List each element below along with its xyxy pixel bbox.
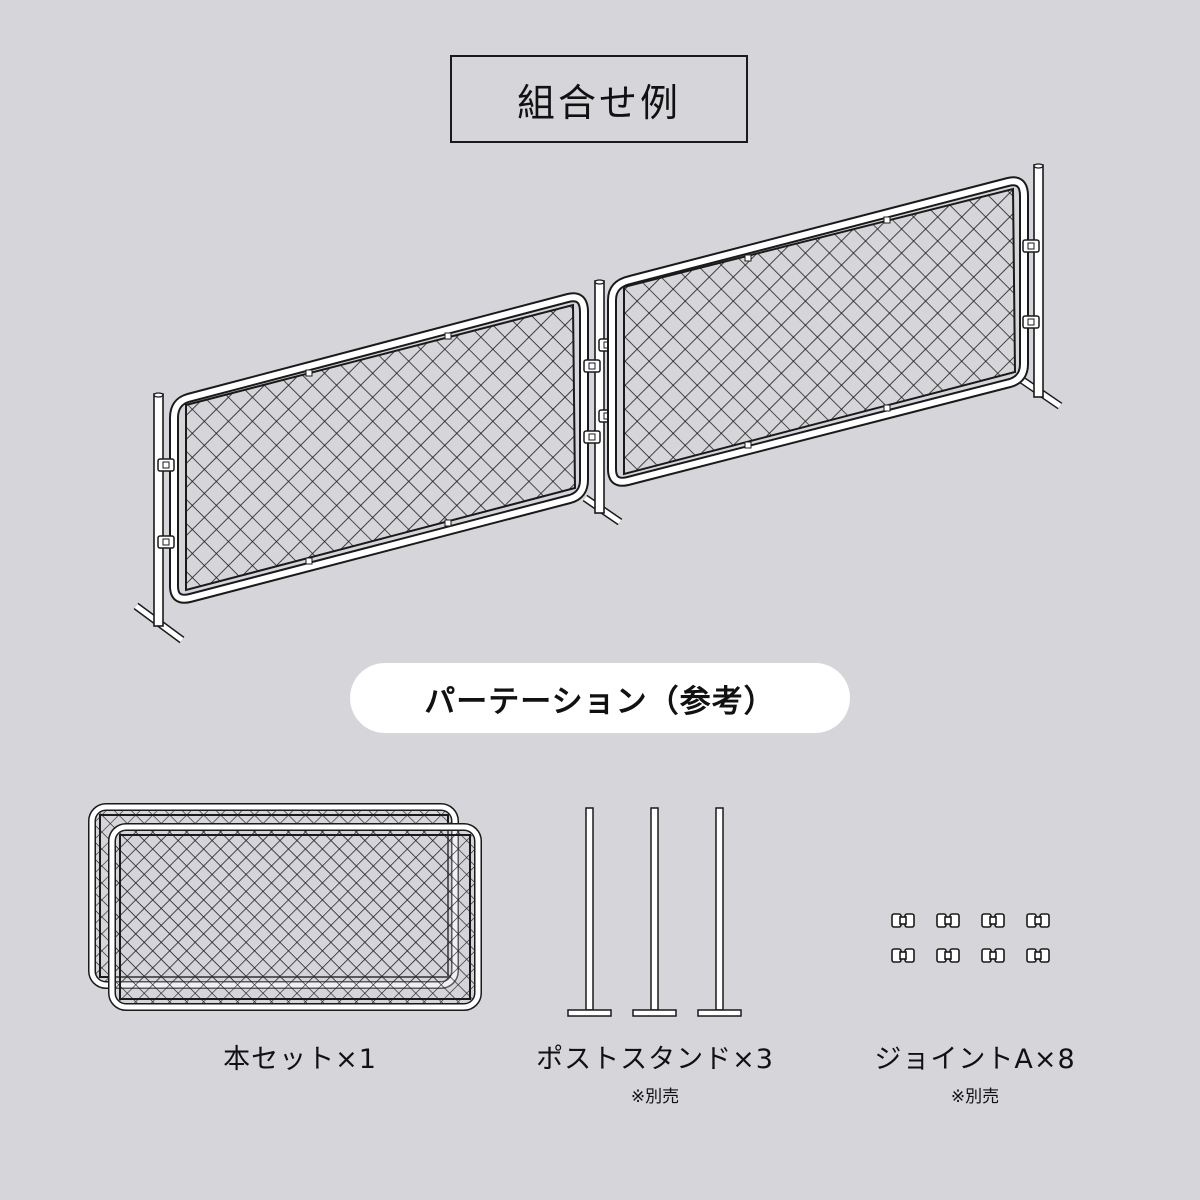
part-caption-main-set: 本セット×1 [223,1044,377,1075]
post-stand-icon [567,807,742,1017]
part-caption-post-stand: ポストスタンド×3 [536,1044,774,1075]
joint-clamp-icon [891,913,1050,963]
right-fence-panel [607,163,1063,487]
part-caption-joint: ジョイントA×8 [874,1044,1076,1075]
mesh-panel-pair-icon [88,803,482,1011]
example-label-pill: パーテーション（参考） [350,663,850,733]
page-title: 組合せ例 [450,55,748,143]
example-label: パーテーション（参考） [424,683,776,720]
left-fence-panel [133,292,589,644]
page-title-text: 組合せ例 [516,80,681,125]
sold-separately-note: ※別売 [950,1087,1000,1107]
sold-separately-note: ※別売 [630,1087,680,1107]
center-post-stand [582,279,623,526]
